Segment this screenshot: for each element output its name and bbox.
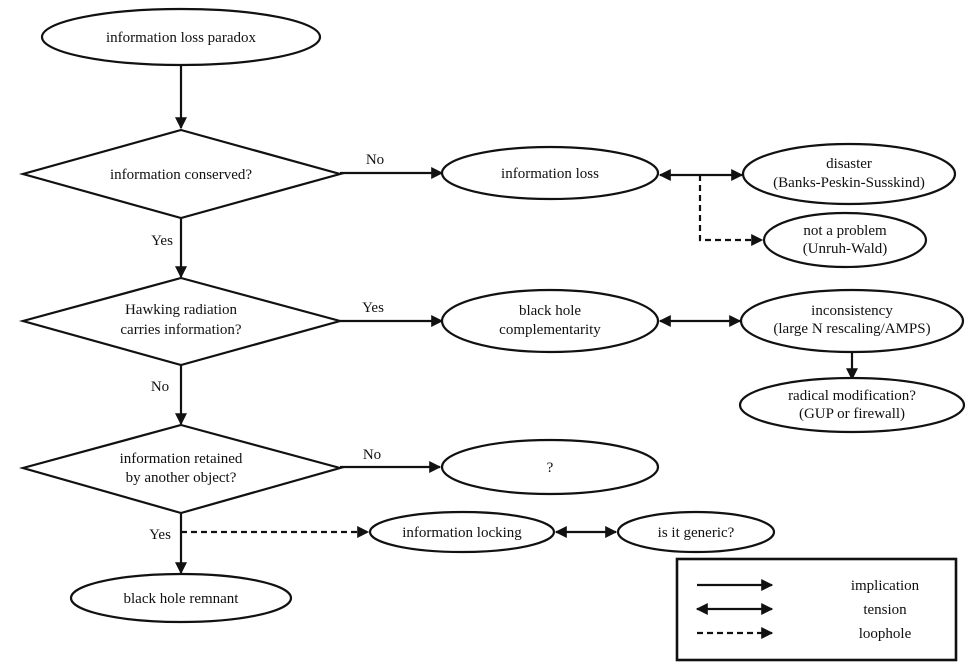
legend-loophole-label: loophole: [859, 626, 912, 642]
node-label-line2: (Banks-Peskin-Susskind): [773, 175, 925, 191]
node-label-line2: complementarity: [499, 322, 601, 338]
decision-label-line1: Hawking radiation: [125, 302, 238, 318]
node-label: is it generic?: [658, 525, 735, 541]
edge-label-conserved-yes: Yes: [151, 233, 173, 249]
node-is-it-generic: is it generic?: [616, 510, 776, 554]
legend: implication tension loophole: [675, 557, 958, 662]
node-label-line2: (GUP or firewall): [799, 406, 905, 422]
edge-label-conserved-no: No: [366, 152, 384, 168]
decision-label-line2: by another object?: [126, 470, 237, 486]
node-label: black hole remnant: [124, 591, 240, 607]
node-label-line1: disaster: [826, 156, 872, 172]
edge-label-retained-yes: Yes: [149, 527, 171, 543]
decision-label: information conserved?: [110, 167, 252, 183]
node-disaster: disaster (Banks-Peskin-Susskind): [741, 142, 957, 206]
node-label: information loss paradox: [106, 30, 256, 46]
node-label: information loss: [501, 166, 599, 182]
node-information-locking: information locking: [368, 510, 556, 554]
node-radical-modification: radical modification? (GUP or firewall): [738, 376, 966, 434]
node-black-hole-remnant: black hole remnant: [69, 572, 293, 624]
node-not-a-problem: not a problem (Unruh-Wald): [762, 211, 928, 269]
node-label-line2: (large N rescaling/AMPS): [773, 321, 930, 337]
edge-loss-notproblem-loophole: [698, 175, 764, 246]
decision-information-conserved: information conserved?: [18, 128, 345, 220]
node-label-line1: not a problem: [803, 223, 887, 239]
node-label-line1: radical modification?: [788, 388, 916, 404]
edge-label-hawking-yes: Yes: [362, 300, 384, 316]
node-label: information locking: [402, 525, 522, 541]
node-inconsistency: inconsistency (large N rescaling/AMPS): [739, 288, 965, 354]
legend-implication-label: implication: [851, 578, 920, 594]
node-label-line2: (Unruh-Wald): [803, 241, 888, 257]
legend-tension-label: tension: [863, 602, 907, 618]
decision-hawking-radiation: Hawking radiation carries information?: [18, 276, 345, 367]
decision-label-line2: carries information?: [120, 322, 242, 338]
decision-information-retained: information retained by another object?: [18, 423, 345, 515]
node-label-line1: black hole: [519, 303, 581, 319]
edge-label-hawking-no: No: [151, 379, 169, 395]
node-label: ?: [547, 460, 554, 476]
node-information-loss: information loss: [440, 145, 660, 201]
node-label-line1: inconsistency: [811, 303, 893, 319]
node-black-hole-complementarity: black hole complementarity: [440, 288, 660, 354]
node-information-loss-paradox: information loss paradox: [40, 7, 322, 67]
edge-label-retained-no: No: [363, 447, 381, 463]
connectors: [175, 65, 858, 575]
decision-label-line1: information retained: [120, 451, 243, 467]
node-unknown: ?: [440, 438, 660, 496]
